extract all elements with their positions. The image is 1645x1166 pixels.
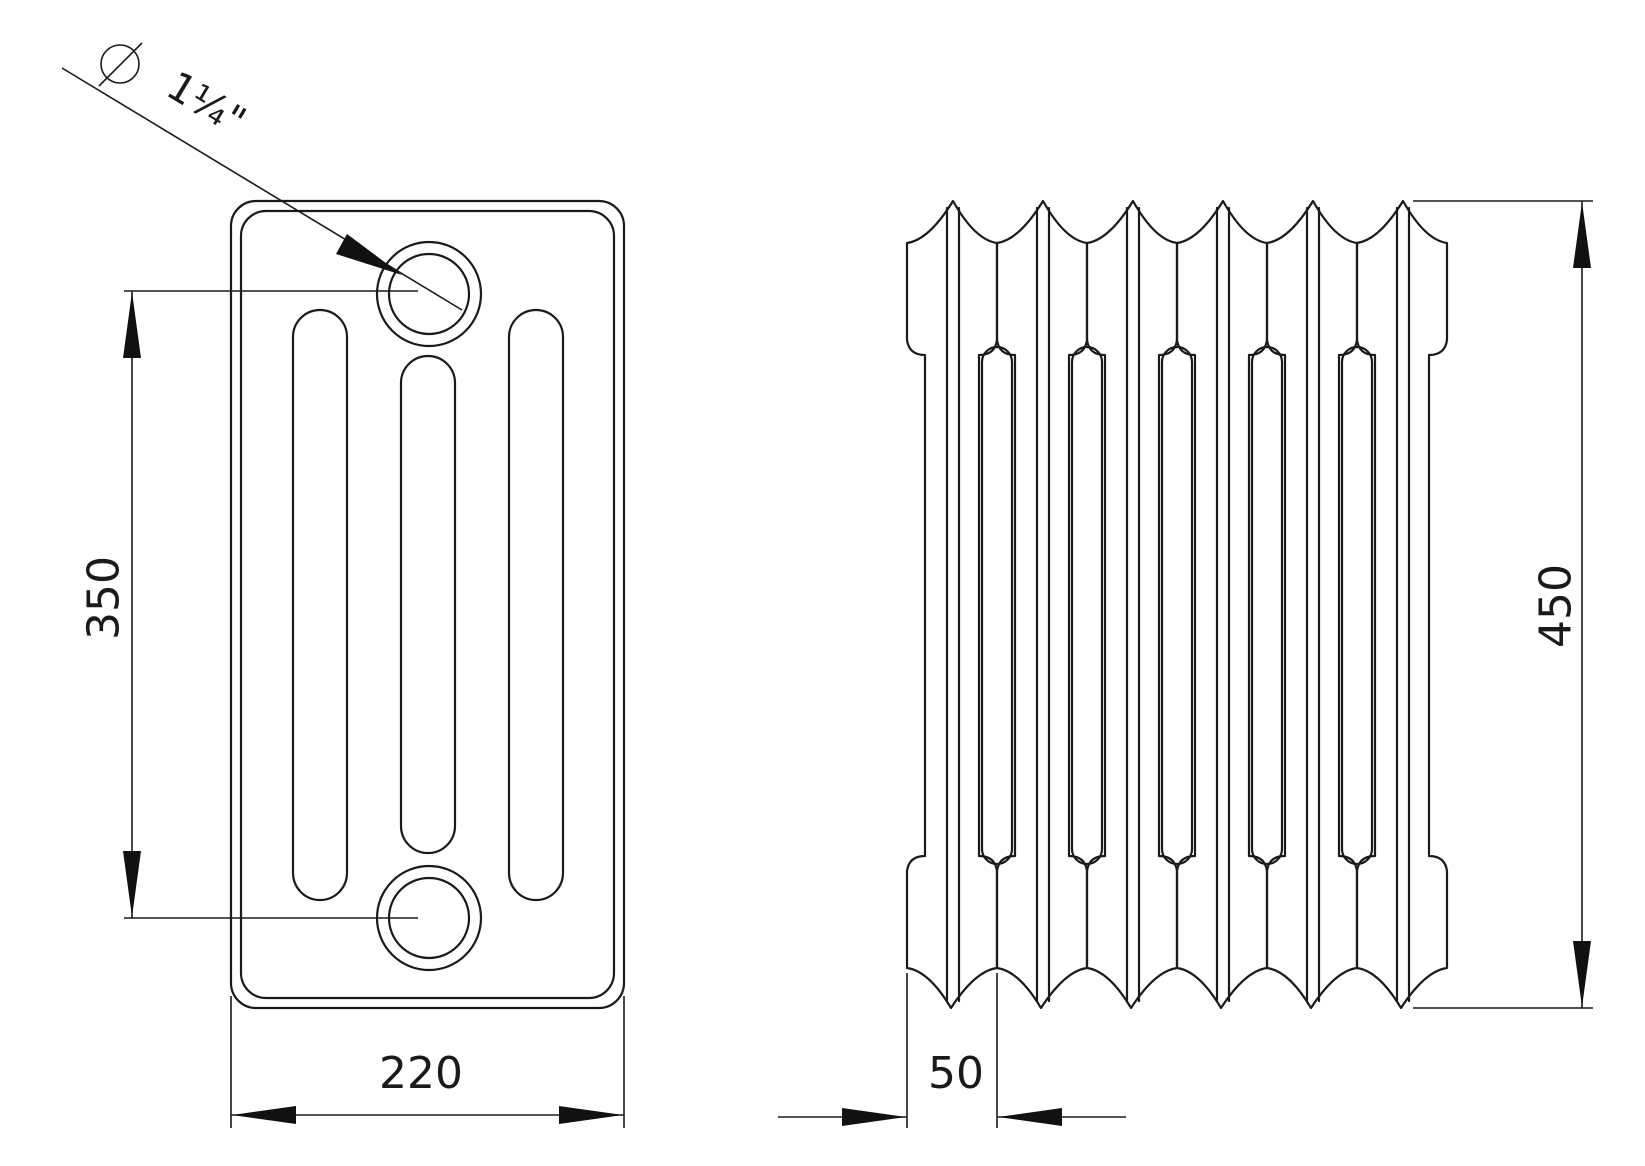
section-column <box>1340 345 1374 866</box>
dimension-arrow-left <box>998 1108 1062 1126</box>
dimension-arrow-left <box>232 1106 296 1124</box>
side-view-slot-right <box>507 308 565 902</box>
dimension-arrow-right <box>842 1108 906 1126</box>
section-outline <box>995 199 1089 1010</box>
connection-size-label: 1¼" <box>159 63 254 145</box>
section-outline <box>1355 199 1449 1010</box>
radiator-section <box>1355 199 1449 1010</box>
front-view-sections <box>905 199 1449 1010</box>
dimension-label-axis-distance: 350 <box>79 556 130 640</box>
callout-arrow <box>336 234 402 275</box>
dimension-arrow-down <box>1573 941 1591 1007</box>
radiator-section <box>1085 199 1194 1010</box>
side-view-slot-middle <box>399 354 457 855</box>
section-column <box>1250 345 1284 866</box>
section-column <box>1070 345 1104 866</box>
radiator-section <box>1265 199 1374 1010</box>
section-outline <box>1265 199 1359 1010</box>
radiator-section <box>905 199 1014 1010</box>
section-outline <box>1085 199 1179 1010</box>
diameter-symbol-icon <box>100 44 140 84</box>
dimension-section-pitch: 50 <box>778 973 1126 1128</box>
front-view: 450 50 <box>778 199 1593 1128</box>
dimension-label-width: 220 <box>379 1048 463 1099</box>
top-connection-port <box>375 240 483 348</box>
dimension-width: 220 <box>230 996 625 1128</box>
dimension-arrow-up <box>1573 202 1591 268</box>
section-column <box>980 345 1014 866</box>
side-view: 350 220 1¼" <box>61 42 626 1128</box>
dimension-label-height: 450 <box>1531 564 1582 648</box>
dimension-arrow-up <box>123 292 141 358</box>
side-view-slot-left <box>291 308 349 902</box>
section-outline <box>1175 199 1269 1010</box>
diameter-callout: 1¼" <box>61 42 463 311</box>
dimension-height: 450 <box>1413 200 1593 1009</box>
section-column <box>1160 345 1194 866</box>
side-view-outer-outline <box>229 199 626 1010</box>
dimension-arrow-right <box>559 1106 623 1124</box>
dimension-axis-distance: 350 <box>79 290 418 919</box>
section-outline <box>905 199 999 1010</box>
dimension-label-section-pitch: 50 <box>928 1048 984 1099</box>
dimension-arrow-down <box>123 851 141 917</box>
side-view-inner-outline <box>239 209 616 1000</box>
